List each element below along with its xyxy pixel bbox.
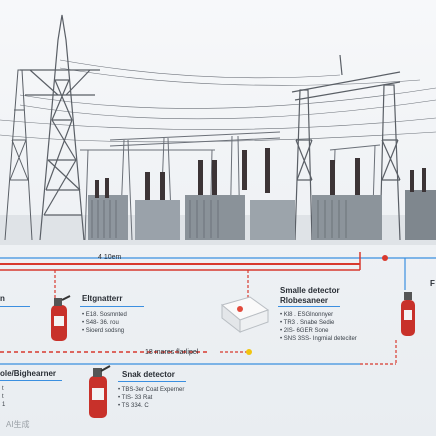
bottom-detector-line: • TIS- 33 Rat: [118, 395, 153, 401]
right-gantry: [291, 54, 401, 241]
junction-dot: [246, 349, 252, 355]
smoke-detector-line: • SNS 3SS- Ingmial deteciter: [280, 336, 357, 342]
left-small-tower: [4, 69, 33, 241]
left-extinguisher-line: • Sioerd sodsng: [82, 328, 125, 334]
smoke-detector-subtitle: Rlobesaneer: [280, 296, 329, 305]
floor-label: 18 mares flarlipel: [145, 349, 199, 356]
right-cut-title: F: [430, 279, 435, 288]
bottom-detector-line: • TBS-3er Coat Experner: [118, 387, 185, 393]
left-extinguisher-title: Eltgnatterr: [82, 294, 123, 303]
bottom-left-line: 1: [2, 402, 6, 408]
left-cut-underline: [0, 306, 30, 307]
bottom-detector-line: • TS 334. C: [118, 403, 149, 409]
bottom-left-underline: [0, 380, 62, 381]
fire-extinguisher-right-icon: [401, 292, 415, 336]
transformers: [88, 190, 436, 240]
bottom-detector-underline: [118, 381, 186, 382]
smoke-detector-line: • TR3 . Snabe Sedie: [280, 320, 335, 326]
smoke-detector-title: Smalle detector: [280, 286, 340, 295]
smoke-detector-line: • Kl8 . ESGlnonnyer: [280, 312, 334, 318]
bottom-left-line: t: [2, 394, 4, 400]
smoke-detector-underline: [278, 306, 340, 307]
overhead-wires: [0, 59, 436, 143]
top-line-label: 4 10em: [98, 254, 122, 261]
watermark: AI生成: [6, 420, 30, 429]
junction-dot-right: [382, 255, 388, 261]
smoke-detector-line: • 2IS- 6GER Sone: [280, 328, 329, 334]
fire-extinguisher-left-icon: [51, 295, 71, 341]
left-extinguisher-underline: [80, 306, 144, 307]
smoke-detector-icon: [220, 296, 270, 334]
bottom-left-line: t: [2, 386, 4, 392]
bushings: [95, 148, 426, 200]
left-transmission-tower: [20, 14, 100, 241]
fire-extinguisher-bottom-icon: [89, 365, 111, 418]
bottom-detector-title: Snak detector: [122, 370, 175, 379]
left-extinguisher-line: • S48- 36. rou: [82, 320, 119, 326]
left-extinguisher-line: • E18. Sosmnted: [82, 312, 127, 318]
left-cut-title: n: [0, 294, 5, 303]
bottom-left-title: ole/Bighearner: [0, 369, 57, 378]
